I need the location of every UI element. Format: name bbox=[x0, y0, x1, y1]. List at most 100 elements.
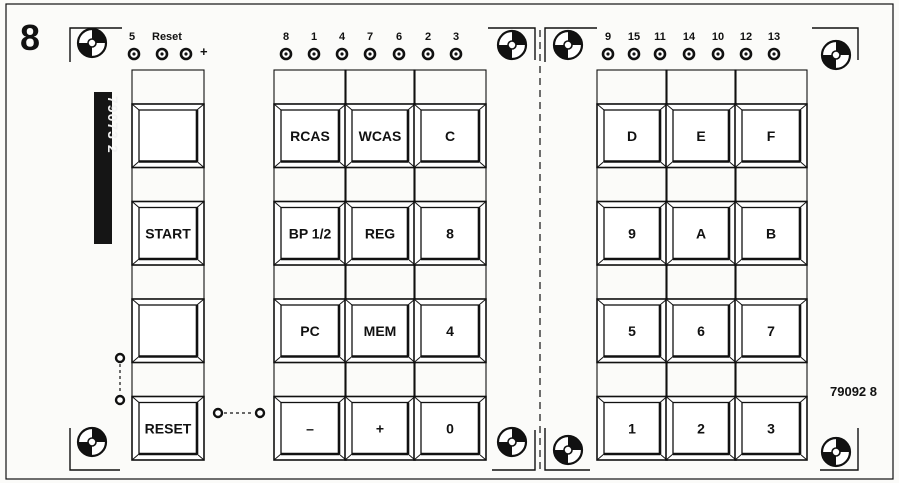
key-button[interactable]: RESET bbox=[131, 395, 205, 461]
part-number-left: 79073 2 bbox=[105, 96, 121, 154]
key-button[interactable]: WCAS bbox=[344, 103, 416, 169]
key-button[interactable]: 0 bbox=[413, 395, 487, 461]
key-button[interactable]: 1 bbox=[596, 395, 668, 461]
key-button[interactable]: 3 bbox=[734, 395, 808, 461]
wire-link-icon bbox=[114, 352, 126, 406]
key-button[interactable]: C bbox=[413, 103, 487, 169]
key-spacer bbox=[413, 361, 487, 398]
key-spacer bbox=[596, 361, 668, 398]
key-spacer bbox=[413, 69, 487, 105]
key-button[interactable]: MEM bbox=[344, 298, 416, 364]
mounting-hole-icon bbox=[496, 29, 528, 61]
led-icon bbox=[155, 47, 169, 61]
key-button[interactable] bbox=[131, 298, 205, 364]
led-label: 15 bbox=[628, 31, 640, 43]
led-label: 11 bbox=[654, 31, 666, 43]
key-spacer bbox=[596, 264, 668, 300]
led-label-reset: Reset bbox=[152, 31, 182, 43]
key-label: REG bbox=[365, 225, 395, 241]
led-icon bbox=[335, 47, 349, 61]
key-button[interactable]: – bbox=[273, 395, 347, 461]
mounting-hole-icon bbox=[496, 426, 528, 458]
led-label: 13 bbox=[768, 31, 780, 43]
key-column-col-f: F B 7 3 bbox=[734, 69, 808, 461]
led-label-plus: + bbox=[200, 44, 208, 59]
led-icon bbox=[627, 47, 641, 61]
led-icon bbox=[127, 47, 141, 61]
key-spacer bbox=[344, 69, 416, 105]
key-button[interactable]: 5 bbox=[596, 298, 668, 364]
key-spacer bbox=[665, 361, 737, 398]
key-button[interactable]: A bbox=[665, 200, 737, 266]
led-icon bbox=[392, 47, 406, 61]
led-label: 3 bbox=[453, 31, 459, 43]
key-spacer bbox=[273, 166, 347, 203]
key-label: B bbox=[766, 225, 776, 241]
led-icon bbox=[653, 47, 667, 61]
key-label: C bbox=[445, 128, 455, 144]
key-button[interactable]: 9 bbox=[596, 200, 668, 266]
key-label: 4 bbox=[446, 323, 454, 339]
mounting-hole-icon bbox=[76, 426, 108, 458]
key-button[interactable]: PC bbox=[273, 298, 347, 364]
key-label: F bbox=[767, 128, 776, 144]
key-spacer bbox=[273, 69, 347, 105]
mounting-hole-icon bbox=[76, 27, 108, 59]
key-column-col-d: D 9 5 1 bbox=[596, 69, 668, 461]
key-button[interactable]: 4 bbox=[413, 298, 487, 364]
key-column-col-a: RCAS BP 1/2PC – bbox=[273, 69, 347, 461]
led-icon bbox=[711, 47, 725, 61]
key-button[interactable]: B bbox=[734, 200, 808, 266]
key-button[interactable]: 8 bbox=[413, 200, 487, 266]
key-column-control: START RESET bbox=[131, 69, 205, 461]
mounting-hole-icon bbox=[820, 436, 852, 468]
key-button[interactable]: 2 bbox=[665, 395, 737, 461]
outer-border bbox=[5, 3, 894, 480]
key-button[interactable]: E bbox=[665, 103, 737, 169]
figure-number: 8 bbox=[20, 17, 40, 58]
mounting-hole-icon bbox=[552, 434, 584, 466]
key-button[interactable]: + bbox=[344, 395, 416, 461]
led-label: 12 bbox=[740, 31, 752, 43]
key-spacer bbox=[131, 166, 205, 203]
key-label: RCAS bbox=[290, 128, 330, 144]
key-matrix-left: START RESET RCAS BP 1/2PC – WCAS REG MEM + C 8 4 0 bbox=[131, 69, 487, 461]
key-label: 8 bbox=[446, 225, 454, 241]
key-label: 7 bbox=[767, 323, 775, 339]
key-label: E bbox=[696, 128, 705, 144]
key-label: 2 bbox=[697, 420, 705, 436]
key-button[interactable]: START bbox=[131, 200, 205, 266]
key-label: + bbox=[376, 420, 384, 436]
key-spacer bbox=[131, 69, 205, 105]
key-column-col-c: C 8 4 0 bbox=[413, 69, 487, 461]
key-spacer bbox=[665, 166, 737, 203]
key-label: 9 bbox=[628, 225, 636, 241]
led-icon bbox=[767, 47, 781, 61]
key-label: PC bbox=[300, 323, 319, 339]
key-spacer bbox=[665, 69, 737, 105]
key-label: 6 bbox=[697, 323, 705, 339]
key-spacer bbox=[596, 166, 668, 203]
key-spacer bbox=[131, 361, 205, 398]
key-label: MEM bbox=[364, 323, 397, 339]
key-button[interactable]: 7 bbox=[734, 298, 808, 364]
mounting-hole-icon bbox=[820, 39, 852, 71]
key-button[interactable]: RCAS bbox=[273, 103, 347, 169]
key-spacer bbox=[273, 361, 347, 398]
led-icon bbox=[279, 47, 293, 61]
led-icon bbox=[421, 47, 435, 61]
key-spacer bbox=[131, 264, 205, 300]
key-button[interactable]: BP 1/2 bbox=[273, 200, 347, 266]
key-button[interactable] bbox=[131, 103, 205, 169]
key-column-col-b: WCAS REG MEM + bbox=[344, 69, 416, 461]
key-spacer bbox=[596, 69, 668, 105]
key-button[interactable]: REG bbox=[344, 200, 416, 266]
key-button[interactable]: 6 bbox=[665, 298, 737, 364]
led-icon bbox=[179, 47, 193, 61]
key-button[interactable]: D bbox=[596, 103, 668, 169]
key-spacer bbox=[273, 264, 347, 300]
mounting-holes bbox=[76, 27, 852, 468]
key-button[interactable]: F bbox=[734, 103, 808, 169]
mounting-hole-icon bbox=[552, 29, 584, 61]
